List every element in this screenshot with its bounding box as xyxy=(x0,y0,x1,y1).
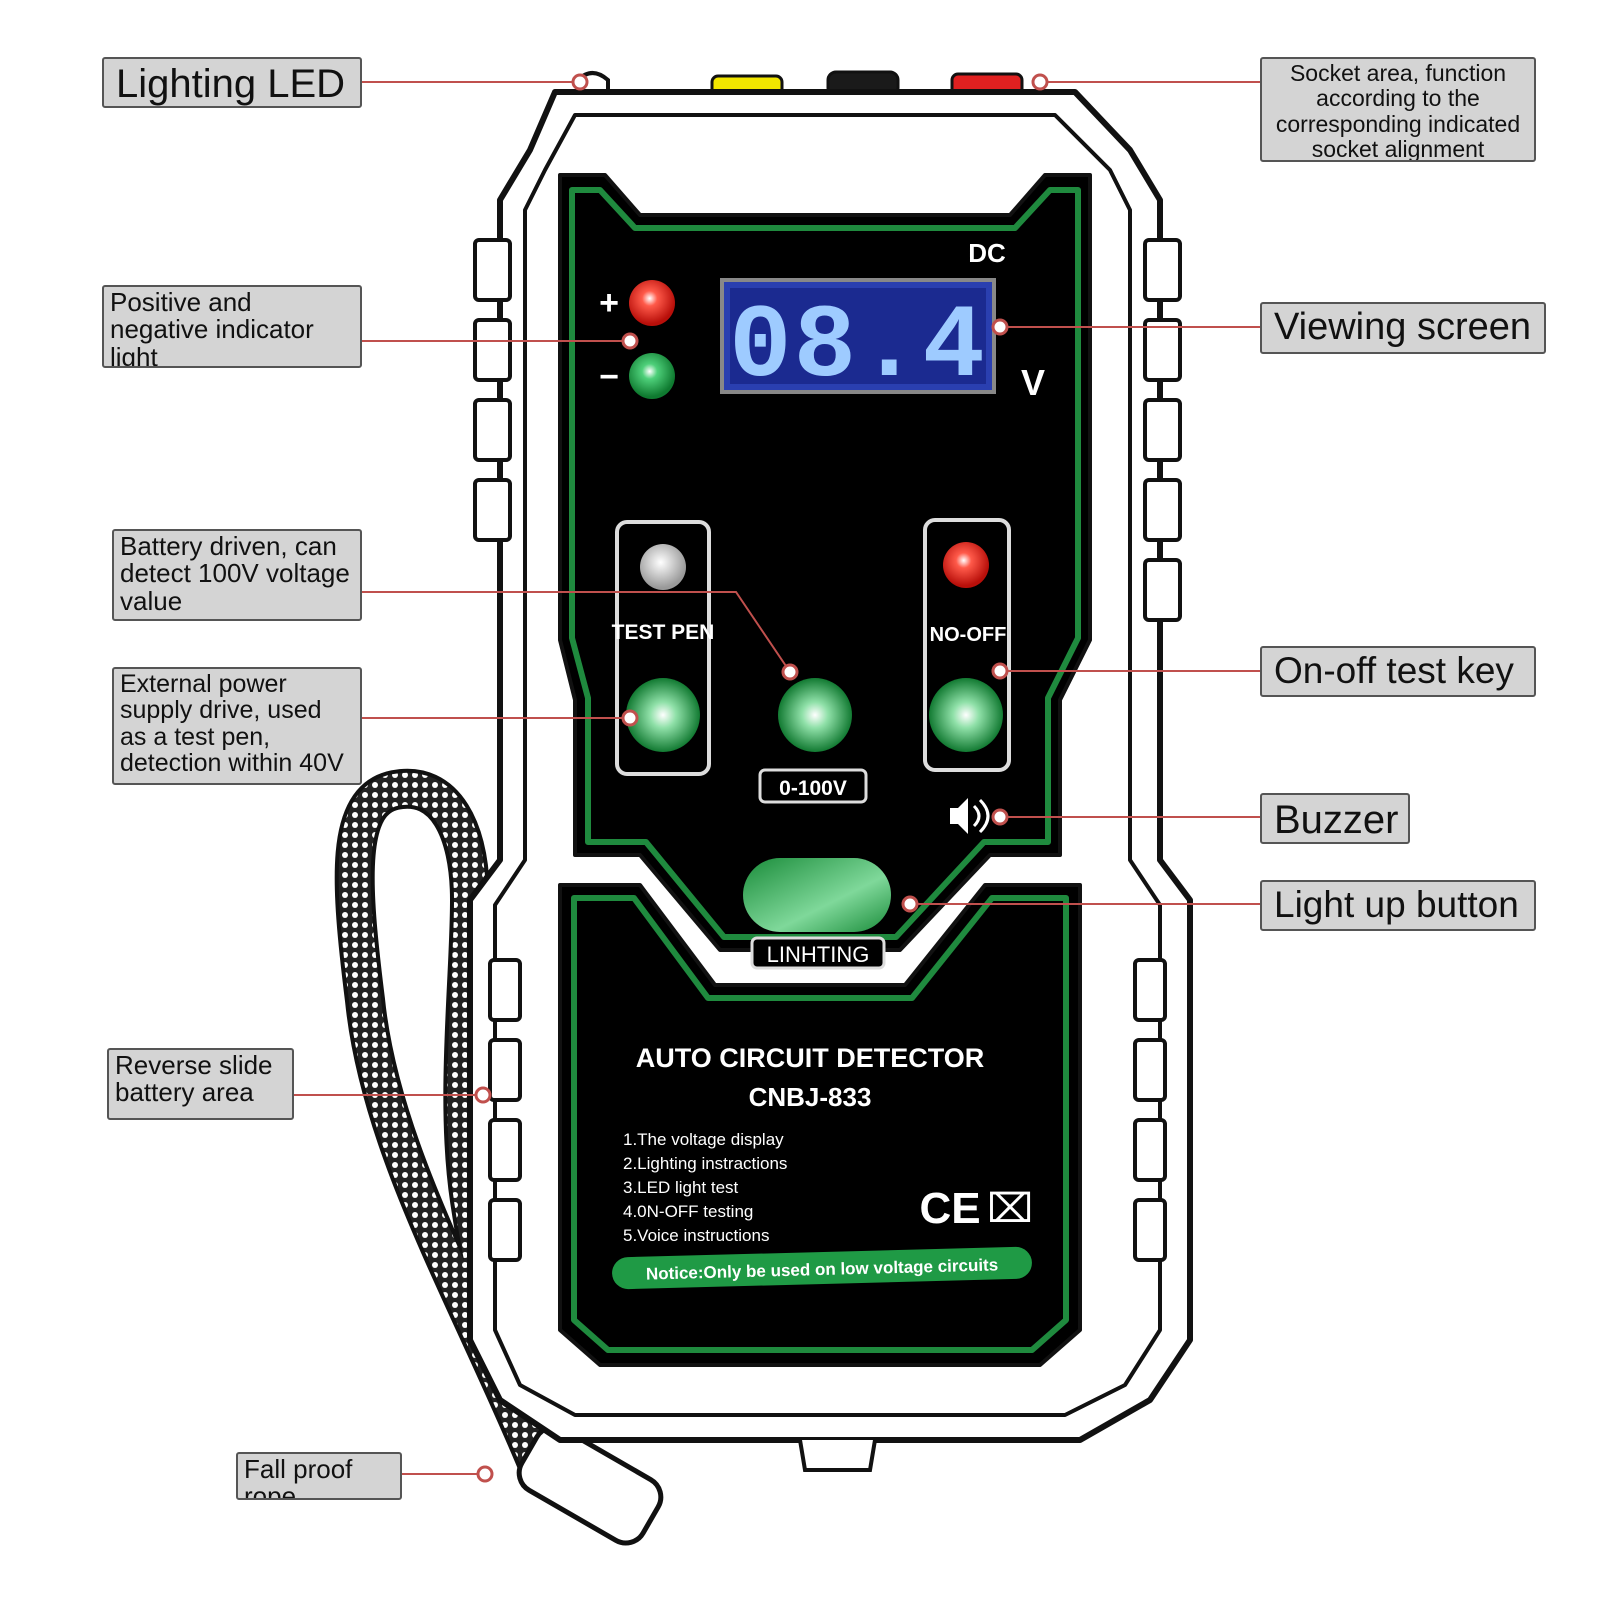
callout-light-up-button: Light up button xyxy=(1260,880,1536,931)
lighting-label-box xyxy=(750,936,886,970)
positive-indicator-led xyxy=(629,280,675,326)
buzzer-icon xyxy=(950,798,990,834)
feature-item: 1.The voltage display xyxy=(623,1130,784,1149)
test-pen-led xyxy=(640,544,686,590)
callout-viewing-screen: Viewing screen xyxy=(1260,302,1546,354)
callout-external-power: External power supply drive, used as a t… xyxy=(112,667,362,785)
no-off-label: NO-OFF xyxy=(930,624,1007,646)
device-model: CNBJ-833 xyxy=(749,1082,872,1112)
test-pen-frame xyxy=(615,520,711,776)
feature-item: 4.0N-OFF testing xyxy=(623,1202,753,1221)
feature-list: 1.The voltage display 2.Lighting instrac… xyxy=(623,1130,787,1245)
plus-sign: + xyxy=(599,284,619,322)
range-label-box xyxy=(758,768,868,804)
notice-pill xyxy=(612,1246,1032,1290)
feature-item: 3.LED light test xyxy=(623,1178,739,1197)
no-off-frame xyxy=(923,518,1011,772)
callout-battery-driven: Battery driven, can detect 100V voltage … xyxy=(112,529,362,621)
viewing-screen xyxy=(720,278,996,394)
callout-buzzer: Buzzer xyxy=(1260,793,1410,844)
voltage-test-button[interactable] xyxy=(778,678,852,752)
dc-label: DC xyxy=(968,238,1006,268)
leader-dots xyxy=(474,73,1049,1483)
leader-lines xyxy=(294,81,1260,1475)
on-off-test-key[interactable] xyxy=(929,678,1003,752)
unit-label: V xyxy=(1021,362,1045,403)
display-value: 08.4 xyxy=(729,289,987,407)
device-title: AUTO CIRCUIT DETECTOR xyxy=(636,1043,985,1073)
callout-socket-area: Socket area, function according to the c… xyxy=(1260,57,1536,162)
feature-item: 5.Voice instructions xyxy=(623,1226,769,1245)
test-pen-button[interactable] xyxy=(626,678,700,752)
feature-item: 2.Lighting instractions xyxy=(623,1154,787,1173)
range-label: 0-100V xyxy=(779,777,847,800)
callout-indicator-light: Positive and negative indicator light xyxy=(102,285,362,368)
lower-panel xyxy=(558,883,1082,1367)
no-off-led xyxy=(943,542,989,588)
test-pen-label: TEST PEN xyxy=(612,621,715,644)
negative-indicator-led xyxy=(629,353,675,399)
weee-bin-icon: ⌧ xyxy=(987,1187,1033,1231)
minus-sign: − xyxy=(599,358,619,396)
ce-mark: CE xyxy=(919,1184,980,1233)
lighting-label: LINHTING xyxy=(767,942,870,967)
callout-lighting-led: Lighting LED xyxy=(102,57,362,108)
callout-reverse-slide: Reverse slide battery area xyxy=(107,1048,294,1120)
callout-on-off-key: On-off test key xyxy=(1260,646,1536,697)
light-up-button[interactable] xyxy=(743,858,891,932)
callout-fall-proof-rope: Fall proof rope xyxy=(236,1452,402,1500)
